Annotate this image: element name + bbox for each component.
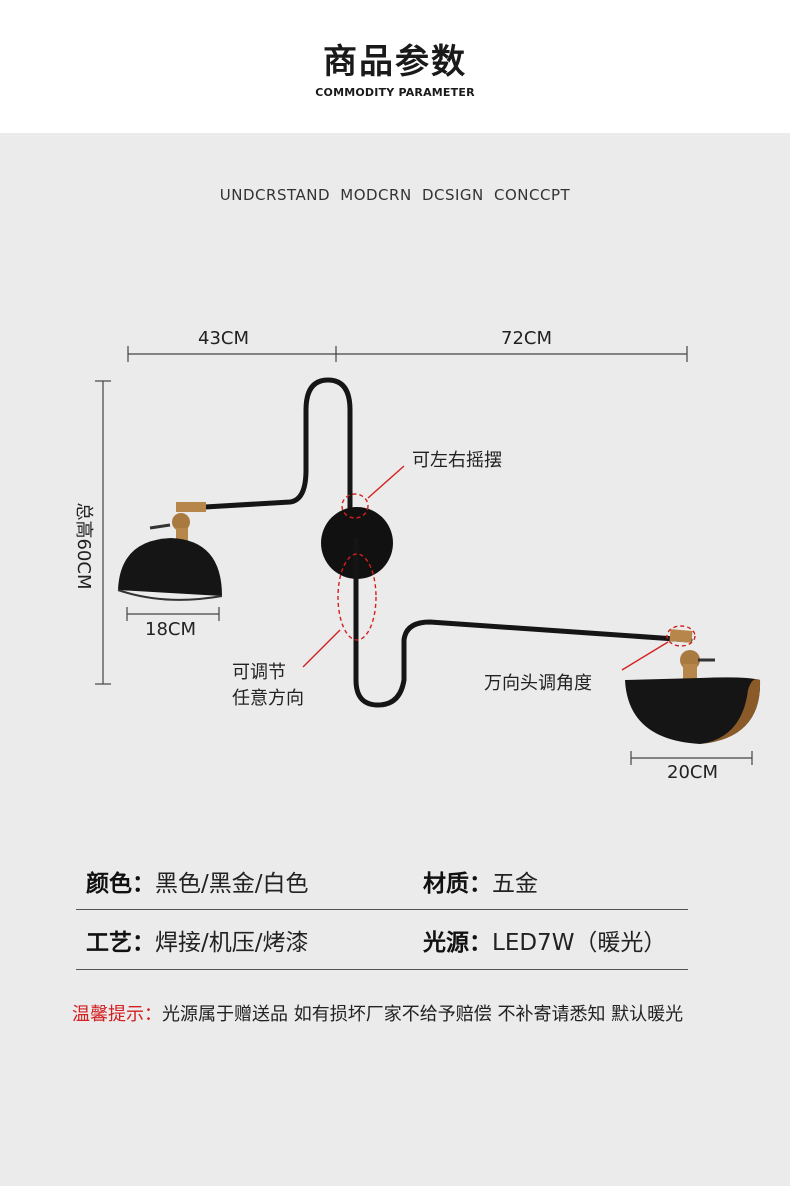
small-lamp-shade xyxy=(118,538,222,596)
small-shade-dimension-line xyxy=(126,607,220,621)
height-dimension-line xyxy=(95,380,111,685)
swing-annotation xyxy=(341,465,405,519)
total-height-label: 总高60CM xyxy=(73,502,94,590)
width-dimension-line xyxy=(127,346,688,362)
lower-arm xyxy=(353,537,693,708)
spec-craft: 工艺：焊接/机压/烤漆 xyxy=(86,930,309,956)
page-subtitle: COMMODITY PARAMETER xyxy=(315,86,475,99)
large-shade-dimension-line xyxy=(630,751,753,765)
spec-material: 材质：五金 xyxy=(423,871,538,897)
page-title: 商品参数 xyxy=(323,42,467,82)
header: 商品参数 COMMODITY PARAMETER xyxy=(0,0,790,133)
design-concept-tagline: UNDCRSTAND MODCRN DCSIGN CONCCPT xyxy=(219,186,571,204)
adjustable-annotation-label: 可调节 任意方向 xyxy=(232,662,304,709)
small-shade-size-label: 18CM xyxy=(145,619,197,640)
lamp-dimension-drawing xyxy=(95,346,761,765)
left-brass-joint xyxy=(176,502,206,512)
swing-annotation-label: 可左右摇摆 xyxy=(412,450,502,471)
spec-row: 颜色：黑色/黑金/白色 材质：五金 xyxy=(76,851,688,910)
large-shade-size-label: 20CM xyxy=(667,762,719,783)
upper-arm xyxy=(202,377,353,515)
adjustable-annotation xyxy=(302,553,377,668)
width-right-label: 72CM xyxy=(501,328,553,349)
spec-light-source: 光源：LED7W（暖光） xyxy=(423,930,667,956)
spec-color: 颜色：黑色/黑金/白色 xyxy=(86,871,309,897)
right-brass-joint xyxy=(669,629,693,643)
spec-row: 工艺：焊接/机压/烤漆 光源：LED7W（暖光） xyxy=(76,911,688,970)
width-left-label: 43CM xyxy=(198,328,250,349)
notice-text: 光源属于赠送品 如有损坏厂家不给予赔偿 不补寄请悉知 默认暖光 xyxy=(162,1004,684,1025)
large-lamp-shade xyxy=(625,677,761,744)
notice-label: 温馨提示： xyxy=(72,1004,162,1025)
joint-annotation xyxy=(621,625,696,671)
notice: 温馨提示：光源属于赠送品 如有损坏厂家不给予赔偿 不补寄请悉知 默认暖光 xyxy=(72,996,732,1034)
joint-annotation-label: 万向头调角度 xyxy=(484,673,592,694)
